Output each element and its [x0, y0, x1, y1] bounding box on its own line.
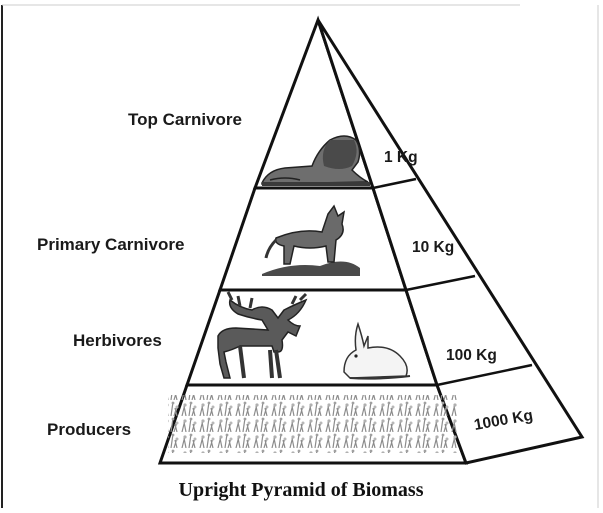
biomass-top-carnivore: 1 Kg	[384, 149, 418, 166]
label-primary-carnivore: Primary Carnivore	[37, 235, 184, 254]
label-herbivores: Herbivores	[73, 331, 162, 350]
label-top-carnivore: Top Carnivore	[128, 110, 242, 129]
biomass-primary-carnivore: 10 Kg	[412, 239, 454, 256]
biomass-herbivores: 100 Kg	[446, 347, 497, 364]
figure-caption: Upright Pyramid of Biomass	[179, 479, 424, 501]
producers-grass-illustration	[168, 395, 458, 453]
label-producers: Producers	[47, 420, 131, 439]
